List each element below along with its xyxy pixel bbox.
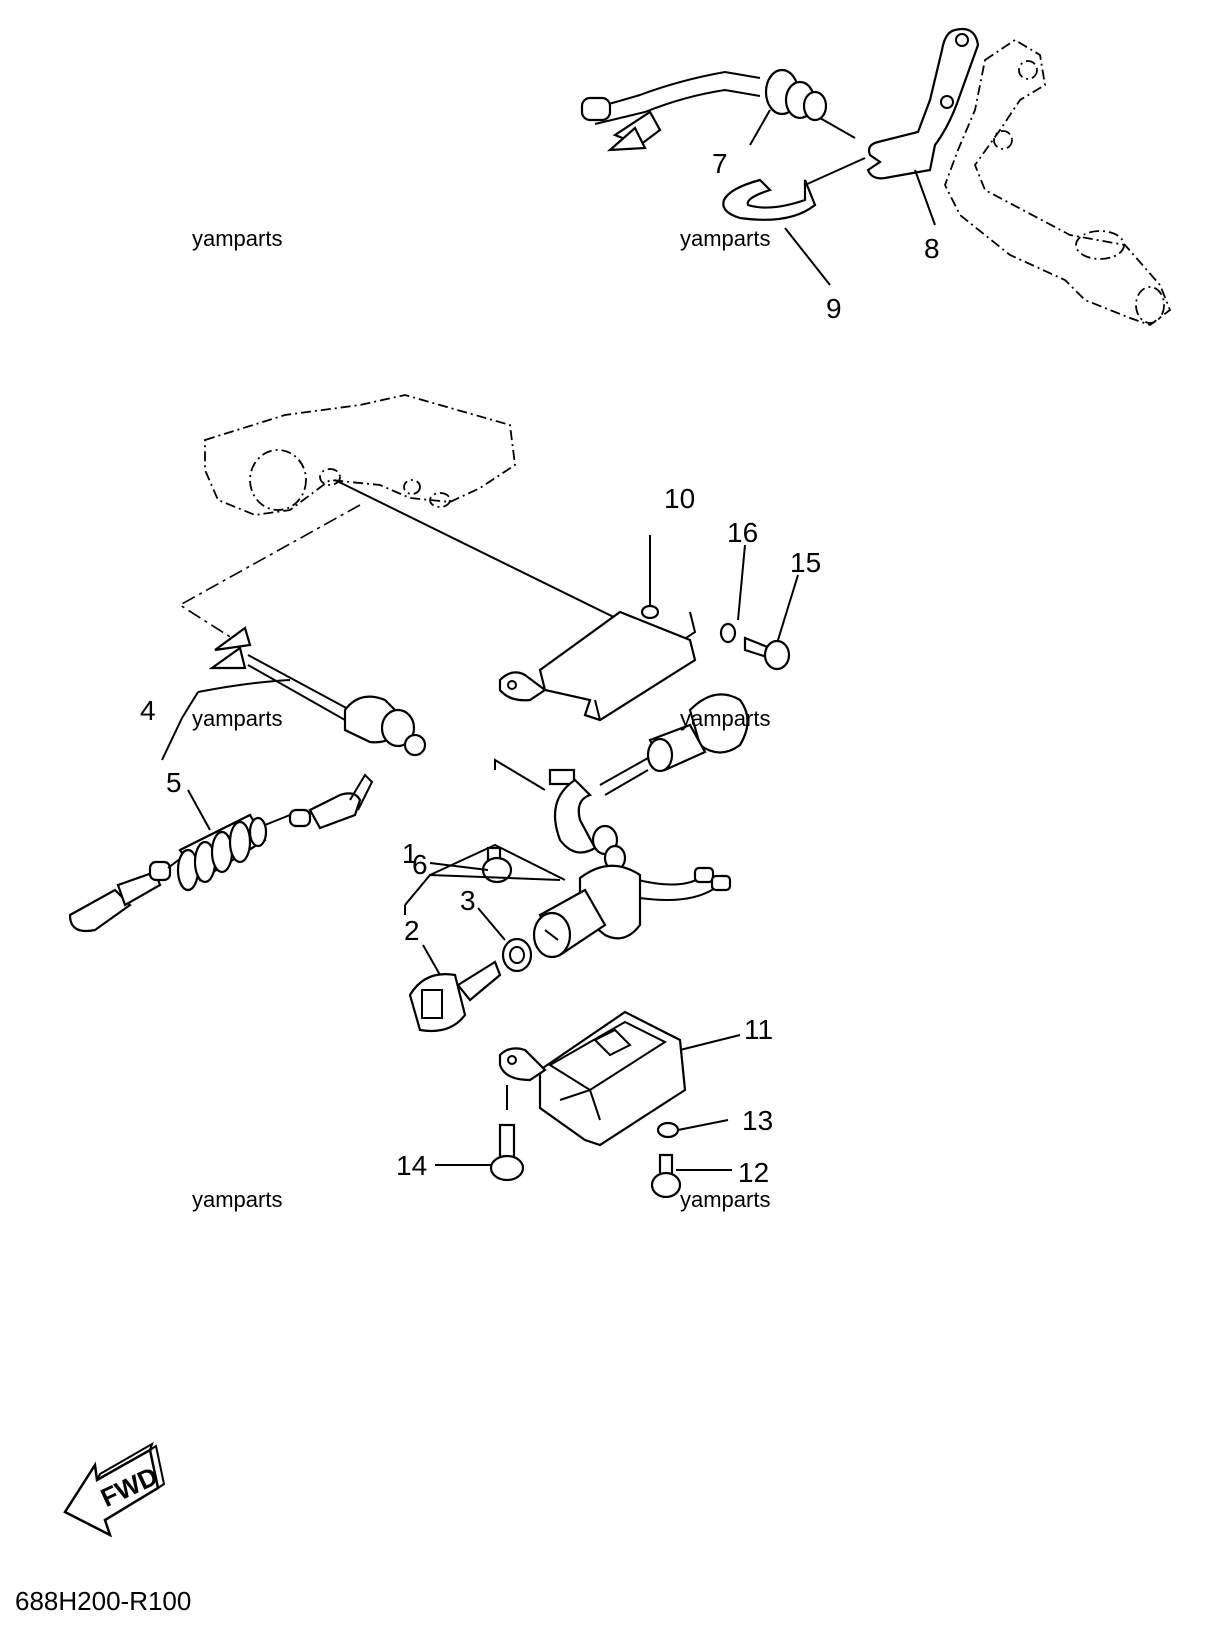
callout-7: 7 [712,148,728,179]
watermark: yamparts [192,706,282,731]
callout-10: 10 [664,483,695,514]
leader-4-5-link [161,717,183,761]
assembly-chain-a [178,504,361,641]
callout-12: 12 [738,1157,769,1188]
leader-4-bracket [181,691,199,719]
leader-13 [677,1119,729,1131]
screw-part-12 [650,1153,682,1199]
screw-part-15 [743,636,791,671]
leader-11 [679,1034,741,1051]
leader-5 [187,789,211,831]
main-switch-harness [494,693,749,901]
callout-4: 4 [140,695,156,726]
callout-3: 3 [460,885,476,916]
lanyard-switch-part-4 [208,626,427,757]
key-part-2 [408,960,502,1033]
bracket-outline-dashed [944,38,1172,327]
callout-5: 5 [166,767,182,798]
watermark: yamparts [680,706,770,731]
callout-9: 9 [826,293,842,324]
cover-part-10 [498,604,697,722]
box-part-11 [498,1010,687,1147]
leader-1-a [404,873,561,906]
bracket-part-8 [866,27,980,180]
washer-part-13 [656,1121,680,1139]
watermark: yamparts [680,226,770,251]
washer-part-3 [501,937,533,973]
callout-15: 15 [790,547,821,578]
clip-part-9 [722,178,817,221]
leader-2 [422,944,441,976]
leader-4 [197,679,291,693]
washer-part-16 [719,622,737,644]
callout-6: 6 [412,849,428,880]
diagram-code: 688H200-R100 [15,1586,191,1616]
screw-part-14 [489,1085,525,1182]
fwd-arrow-icon [63,1441,166,1538]
watermark: yamparts [680,1187,770,1212]
callout-1: 1 [402,838,418,869]
screw-part-6 [481,846,513,884]
assembly-line-a [334,479,641,631]
leader-9 [784,227,831,286]
leader-7 [749,109,771,146]
watermark: yamparts [192,226,282,251]
callout-8: 8 [924,233,940,264]
callout-14: 14 [396,1150,427,1181]
main-switch-part-1 [532,864,642,959]
leader-15 [777,574,799,641]
leader-6 [429,862,489,871]
steering-handle-dashed [204,394,516,516]
callout-13: 13 [742,1105,773,1136]
leader-16 [737,544,746,621]
stop-switch-part-7 [580,68,866,186]
leader-3 [477,907,506,941]
callout-11: 11 [744,1014,773,1045]
leader-8 [914,169,936,226]
lanyard-cord-part-5 [68,773,374,933]
callout-16: 16 [727,517,758,548]
callout-2: 2 [404,915,420,946]
watermark: yamparts [192,1187,282,1212]
